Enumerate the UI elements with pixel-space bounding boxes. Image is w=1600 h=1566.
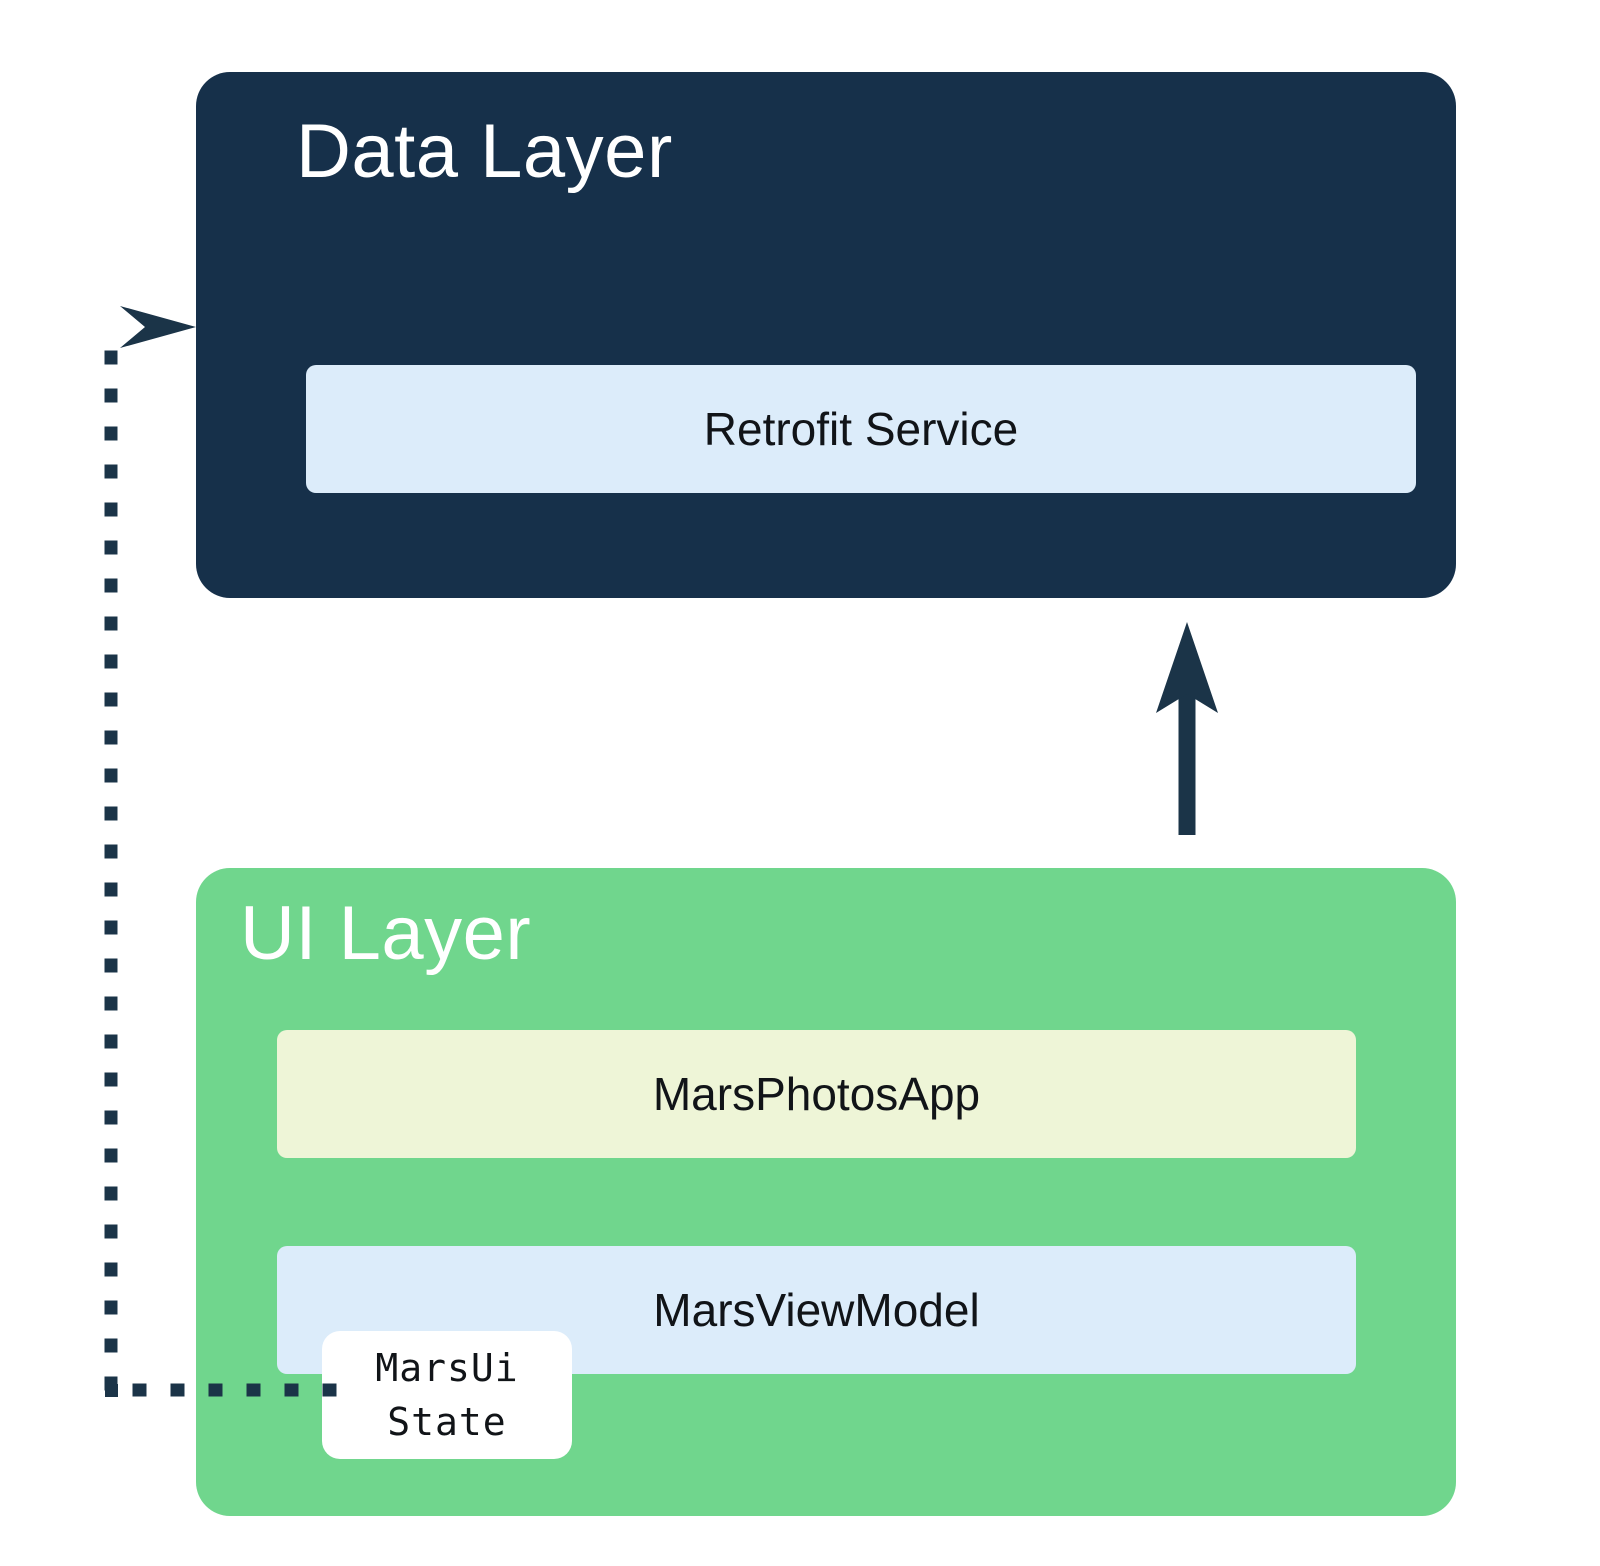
- ui-layer-title: UI Layer: [240, 891, 532, 976]
- data-layer-title: Data Layer: [296, 109, 673, 194]
- data-layer-container: [196, 72, 1456, 598]
- ui-to-data-arrow-icon: [1156, 622, 1218, 835]
- mars-ui-state-line2: State: [387, 1400, 507, 1444]
- retrofit-service-box: Retrofit Service: [306, 365, 1416, 493]
- mars-ui-state-line1: MarsUi: [375, 1346, 519, 1390]
- mars-photos-app-box: MarsPhotosApp: [277, 1030, 1356, 1158]
- mars-ui-state-callout: MarsUi State: [322, 1331, 572, 1459]
